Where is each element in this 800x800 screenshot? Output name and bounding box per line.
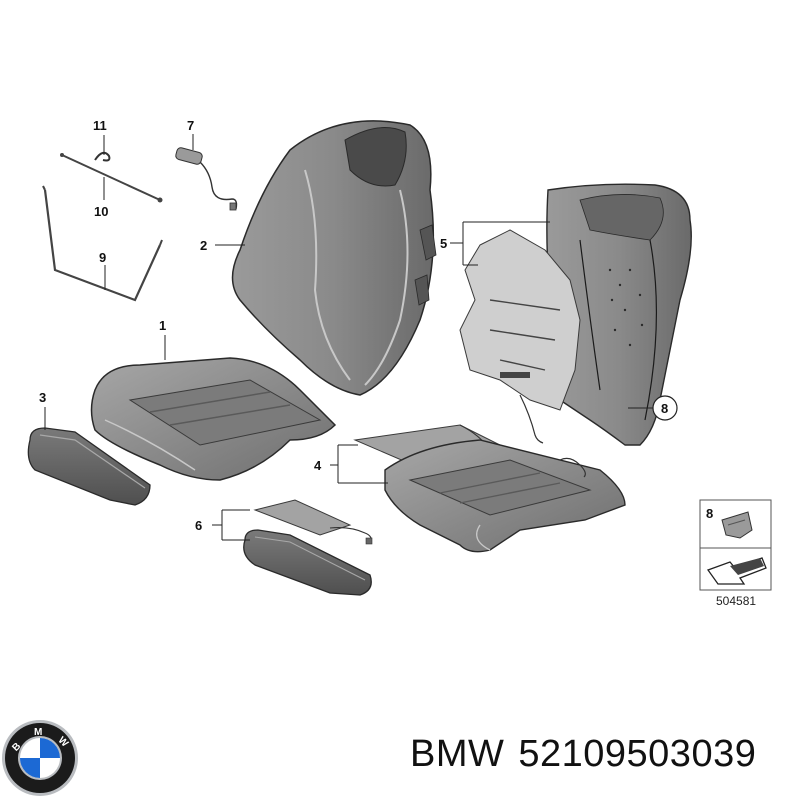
diagram-number: 504581 xyxy=(716,594,756,608)
part-6-heating-pad xyxy=(253,499,373,545)
part-5-heating-foil xyxy=(459,229,581,444)
part-caption: BMW 52109503039 xyxy=(410,733,770,776)
callout-8-circle xyxy=(652,395,678,421)
installation-arrow-icon xyxy=(706,557,767,585)
part-8-legend-box: 8 xyxy=(699,499,772,591)
part-2-backrest-cover xyxy=(231,120,437,396)
callout-10: 10 xyxy=(94,204,108,219)
part-9-wire-frame xyxy=(42,185,163,302)
part-6-side-trim xyxy=(243,529,372,596)
part-10-wire xyxy=(60,153,163,203)
callout-9: 9 xyxy=(99,250,106,265)
clip-icon xyxy=(721,511,753,539)
logo-letter-m: M xyxy=(34,727,42,738)
leader-6 xyxy=(212,509,250,541)
callout-1: 1 xyxy=(159,318,166,333)
legend-number-8: 8 xyxy=(706,506,713,521)
callout-2: 2 xyxy=(200,238,207,253)
part-7-heating-module xyxy=(175,147,238,211)
callout-7: 7 xyxy=(187,118,194,133)
callout-4: 4 xyxy=(314,458,322,473)
caption-brand: BMW xyxy=(410,733,505,775)
leader-4 xyxy=(330,444,388,484)
callout-6: 6 xyxy=(195,518,202,533)
bmw-logo: B M W xyxy=(2,720,78,796)
callout-5: 5 xyxy=(440,236,447,251)
part-3-side-trim xyxy=(27,427,151,506)
part-1-seat-cover xyxy=(90,357,337,481)
part-11-clip xyxy=(94,151,111,162)
leader-5 xyxy=(450,221,550,266)
caption-part-number: 52109503039 xyxy=(518,733,757,775)
callout-8: 8 xyxy=(661,401,668,416)
callout-11: 11 xyxy=(93,118,107,133)
part-4-seat-foam xyxy=(384,439,626,553)
part-5-backrest-foam xyxy=(546,183,692,446)
callout-3: 3 xyxy=(39,390,46,405)
